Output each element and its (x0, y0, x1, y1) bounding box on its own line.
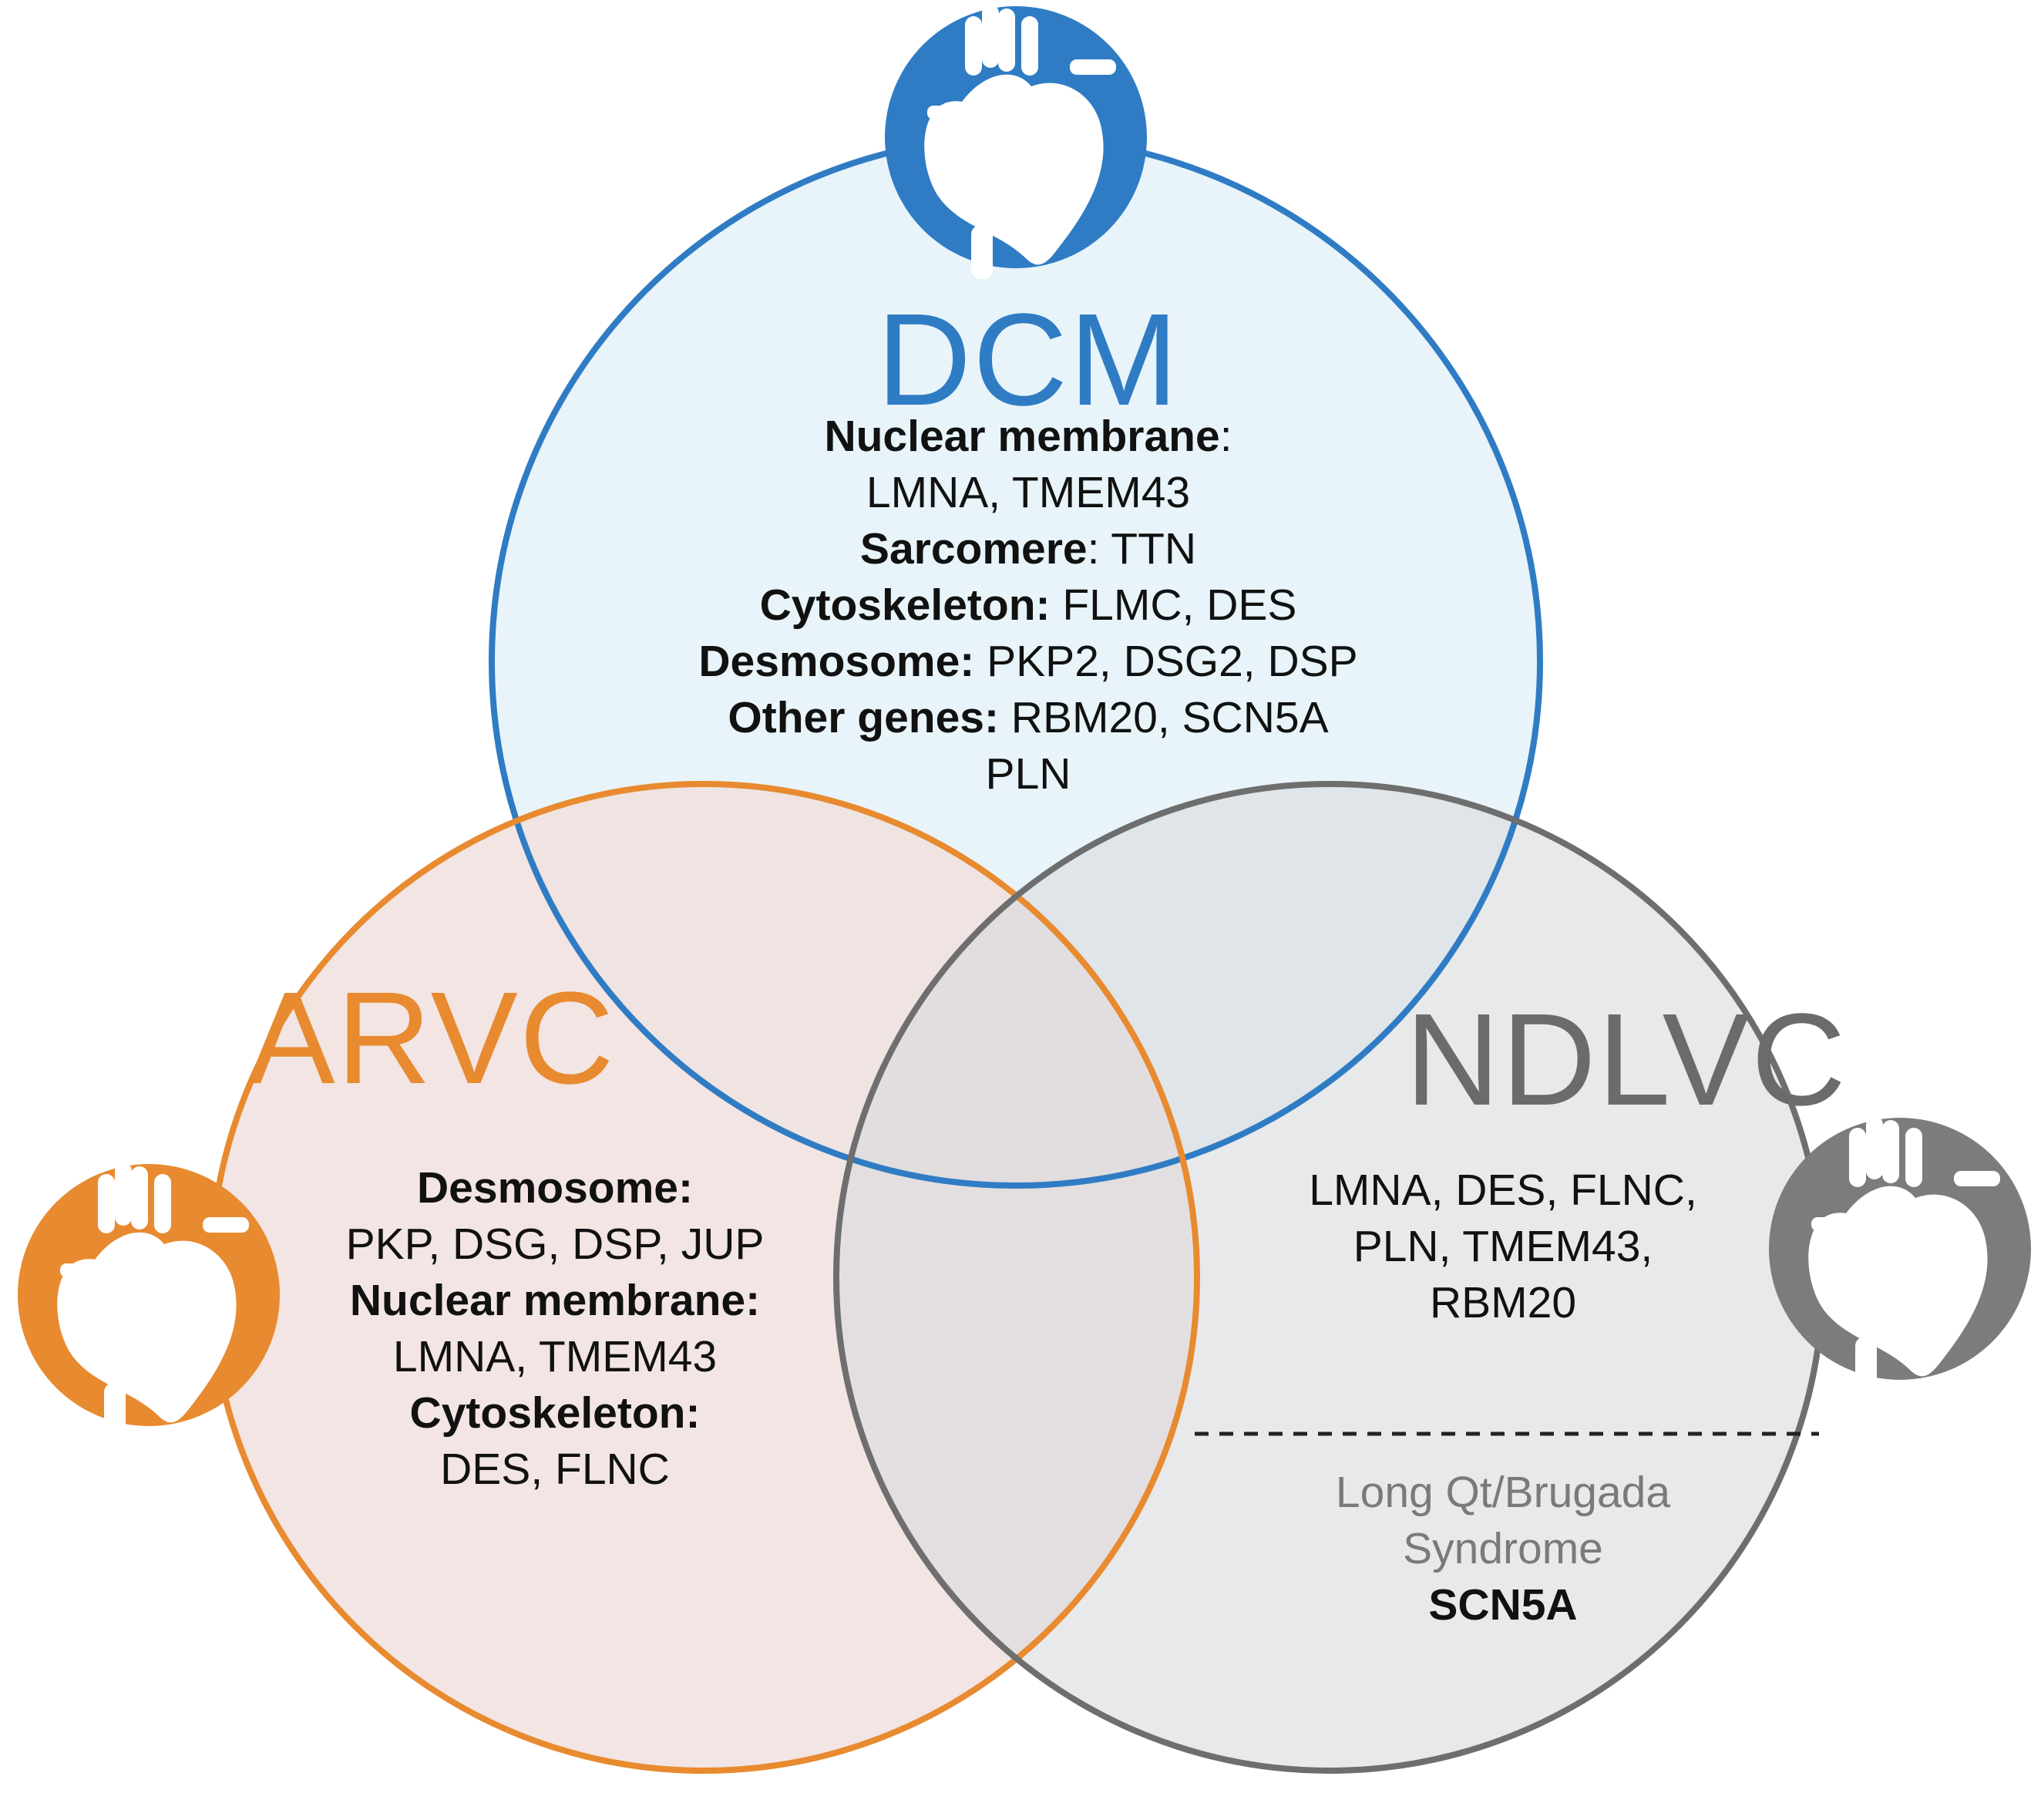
gene-text: : TTN (1087, 524, 1197, 574)
ndlvc-line: PLN, TMEM43, (1202, 1219, 1804, 1275)
dcm-line: Desmosome: PKP2, DSG2, DSP (681, 634, 1375, 690)
gene-text: PKP2, DSG2, DSP (974, 637, 1358, 686)
category-label: Sarcomere (859, 524, 1088, 574)
dcm-line: Cytoskeleton: FLMC, DES (681, 577, 1375, 634)
arvc-badge (18, 1164, 280, 1437)
category-label: Other genes: (728, 693, 999, 742)
dcm-line: Sarcomere: TTN (681, 521, 1375, 577)
gene-text: LMNA, DES, FLNC, (1309, 1166, 1697, 1215)
dcm-badge (885, 6, 1147, 279)
gene-text: PKP, DSG, DSP, JUP (345, 1220, 765, 1269)
category-label: Cytoskeleton: (759, 580, 1051, 630)
syndrome-block: Long Qt/Brugada Syndrome SCN5A (1202, 1465, 1804, 1633)
ndlvc-gene-list: LMNA, DES, FLNC, PLN, TMEM43, RBM20 (1202, 1162, 1804, 1331)
gene-text: PLN (985, 749, 1071, 799)
category-label: Nuclear membrane: (349, 1276, 761, 1325)
gene-text: PLN, TMEM43, (1353, 1222, 1653, 1271)
arvc-line: Nuclear membrane: (301, 1273, 809, 1329)
arvc-title: ARVC (247, 965, 616, 1112)
dcm-gene-list: Nuclear membrane: LMNA, TMEM43 Sarcomere… (681, 409, 1375, 802)
dcm-line: LMNA, TMEM43 (681, 465, 1375, 521)
dcm-line: PLN (681, 746, 1375, 802)
gene-text: LMNA, TMEM43 (392, 1332, 718, 1381)
ndlvc-badge (1769, 1118, 2031, 1391)
dcm-title: DCM (876, 287, 1180, 433)
category-label: Nuclear membrane (824, 412, 1220, 461)
arvc-gene-list: Desmosome: PKP, DSG, DSP, JUP Nuclear me… (301, 1160, 809, 1498)
syndrome-gene: SCN5A (1428, 1580, 1578, 1630)
arvc-line: PKP, DSG, DSP, JUP (301, 1216, 809, 1273)
category-label: Cytoskeleton: (409, 1388, 701, 1438)
arvc-line: DES, FLNC (301, 1442, 809, 1498)
gene-text: FLMC, DES (1050, 580, 1297, 630)
gene-text: LMNA, TMEM43 (866, 468, 1191, 517)
arvc-line: LMNA, TMEM43 (301, 1329, 809, 1385)
ndlvc-line: LMNA, DES, FLNC, (1202, 1162, 1804, 1219)
syndrome-label: Long Qt/Brugada (1335, 1468, 1671, 1517)
gene-text: : (1219, 412, 1232, 461)
arvc-line: Cytoskeleton: (301, 1385, 809, 1442)
category-label: Desmosome: (698, 637, 975, 686)
syndrome-label: Syndrome (1403, 1524, 1603, 1573)
dcm-line: Other genes: RBM20, SCN5A (681, 690, 1375, 746)
gene-text: RBM20 (1429, 1278, 1577, 1327)
arvc-line: Desmosome: (301, 1160, 809, 1216)
gene-text: RBM20, SCN5A (998, 693, 1329, 742)
ndlvc-line: RBM20 (1202, 1275, 1804, 1331)
dcm-line: Nuclear membrane: (681, 409, 1375, 465)
gene-text: DES, FLNC (440, 1445, 670, 1494)
ndlvc-circle (836, 784, 1823, 1771)
ndlvc-title: NDLVC (1405, 987, 1848, 1133)
category-label: Desmosome: (417, 1163, 693, 1213)
